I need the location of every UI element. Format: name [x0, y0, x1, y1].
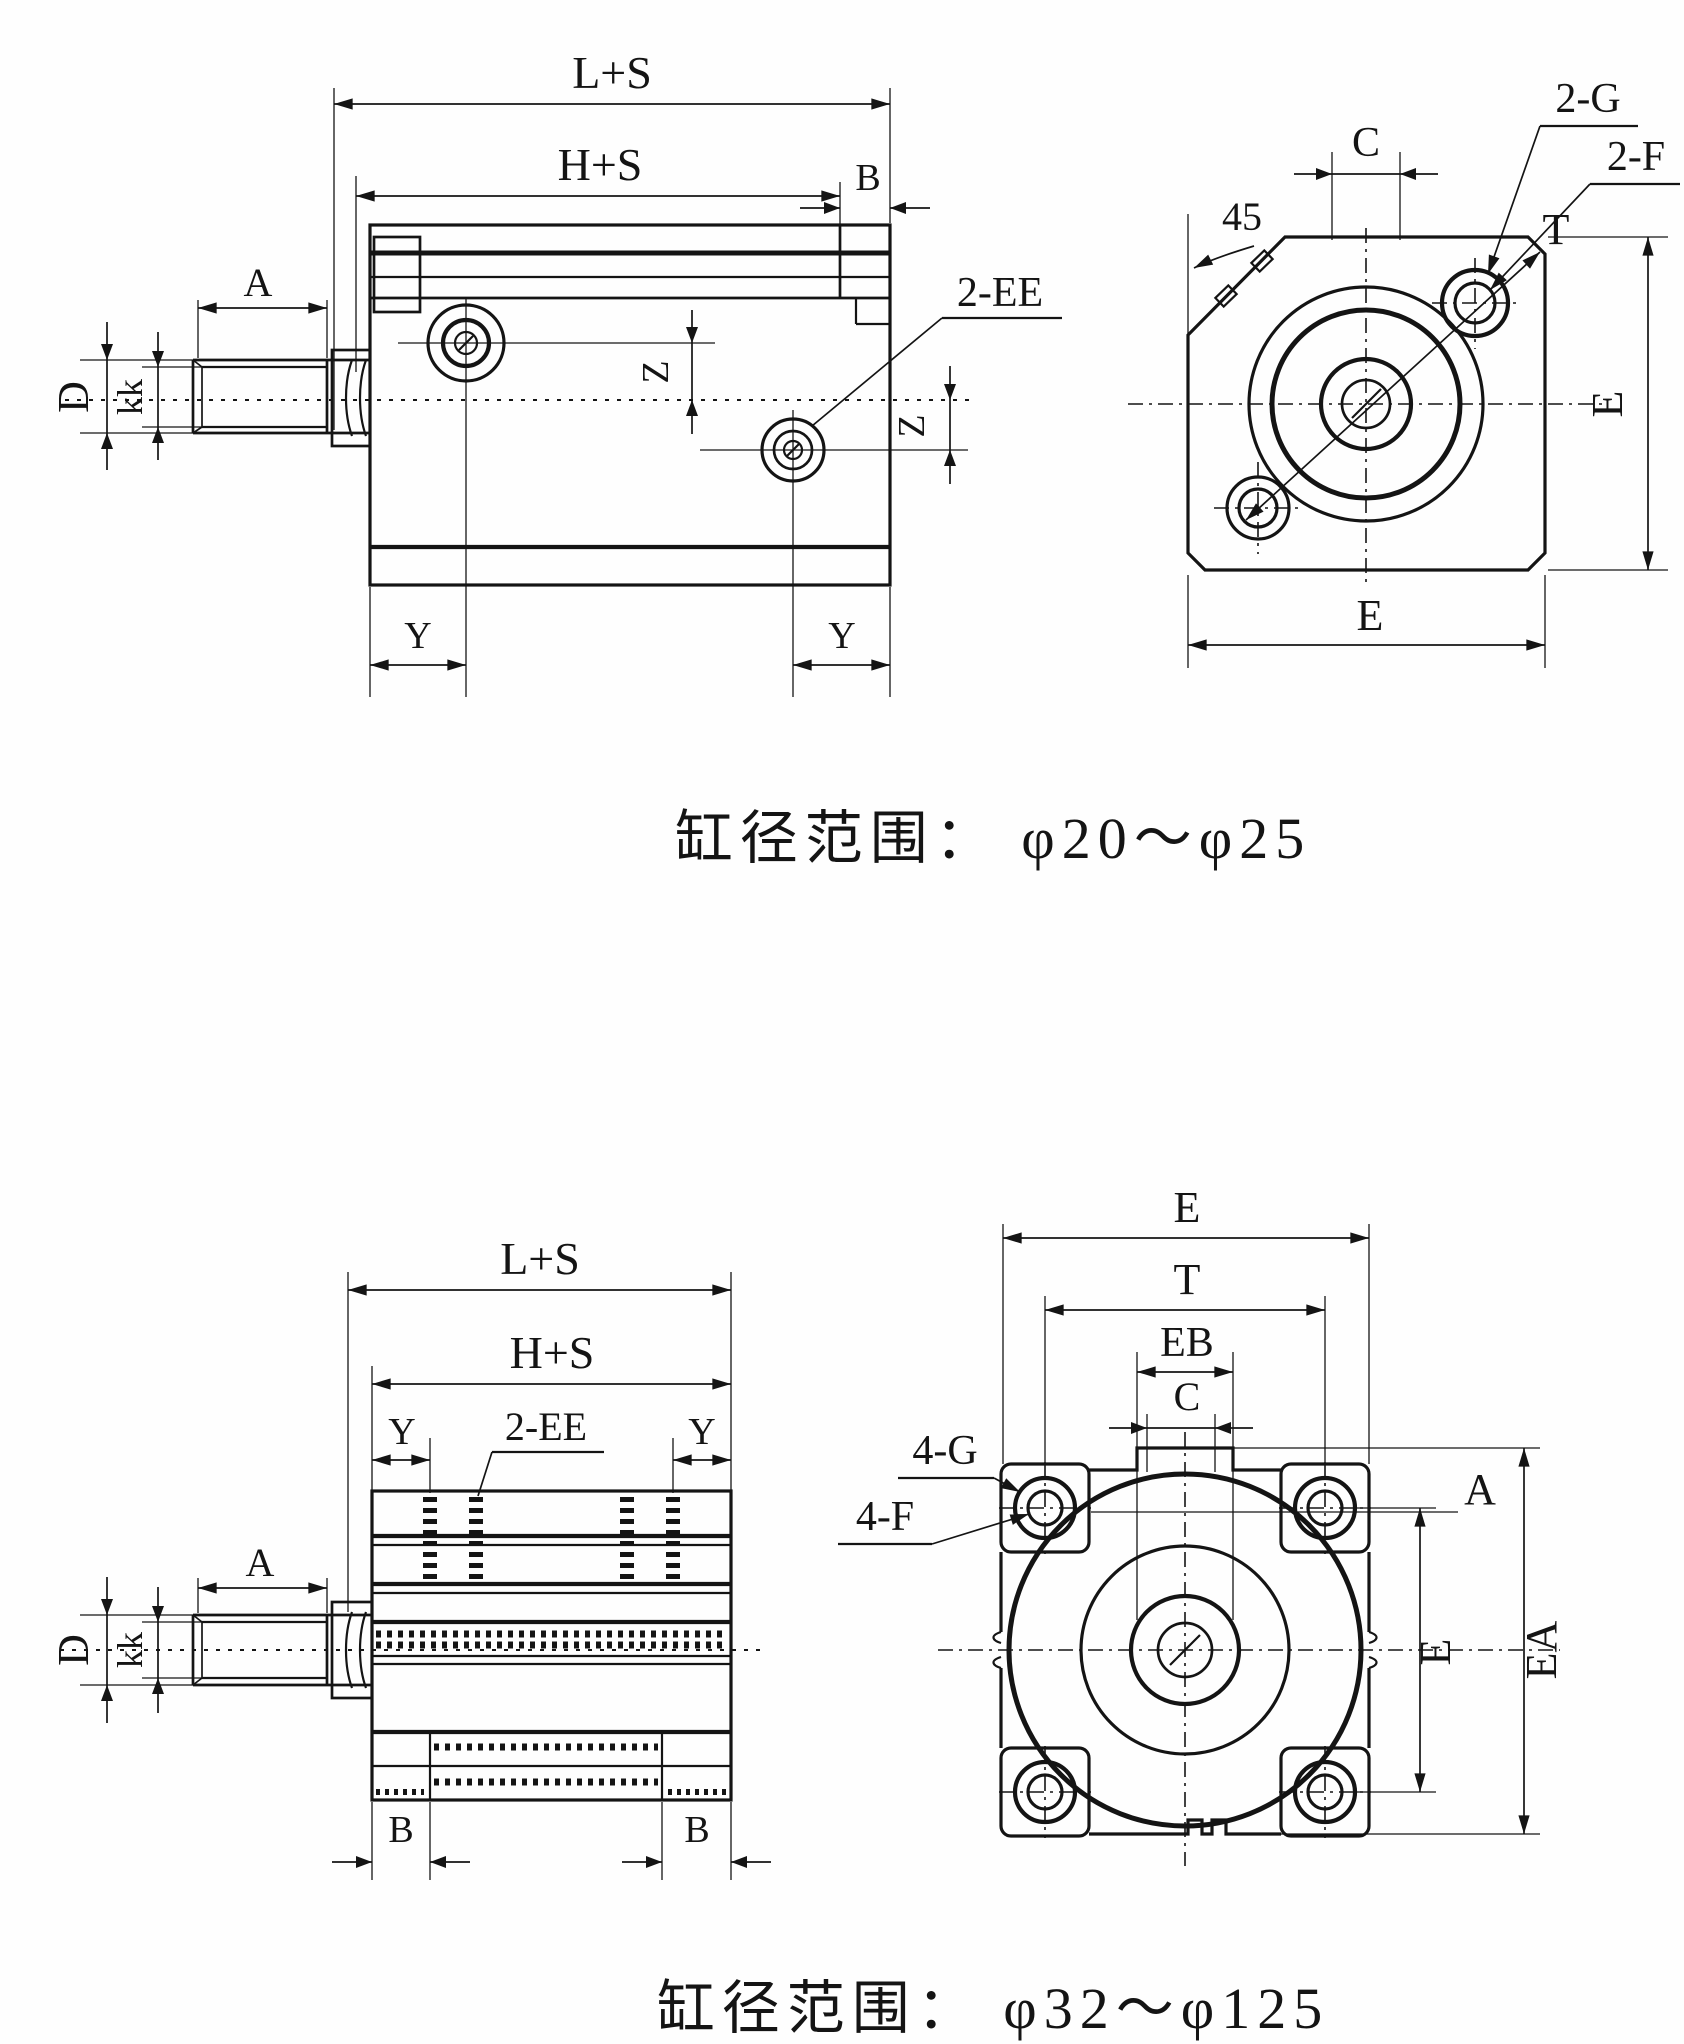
- dim-label-ea: EA: [1517, 1620, 1566, 1679]
- sensor-notch-icon: [1213, 283, 1239, 309]
- dim-label-2f: 2-F: [1607, 134, 1665, 180]
- mounting-screw-lower: [700, 410, 968, 697]
- dim-label-y-right: Y: [688, 1411, 715, 1453]
- dim-label-t: T: [1174, 1255, 1201, 1304]
- corner-screw-holes: [999, 1462, 1371, 1838]
- top-side-view: L+S H+S B A D kk: [49, 47, 1062, 697]
- dim-label-a-face: A: [1464, 1465, 1496, 1514]
- dim-label-a: A: [244, 260, 273, 305]
- bottom-end-dimensions: E T EB C 4-G 4-F A: [838, 1183, 1566, 1835]
- dim-label-hs: H+S: [510, 1327, 595, 1378]
- dim-label-b: B: [855, 157, 880, 199]
- dim-label-y-left: Y: [388, 1411, 415, 1453]
- port-boss: [372, 235, 422, 314]
- cylinder-body: [368, 223, 892, 587]
- dim-label-c: C: [1174, 1374, 1201, 1419]
- bottom-side-dimensions: L+S H+S Y Y 2-EE A D: [49, 1233, 771, 1880]
- top-end-dimensions: 45 C 2-G 2-F T E E: [1187, 76, 1680, 668]
- dim-label-c: C: [1352, 120, 1380, 166]
- top-side-dimensions: L+S H+S B A D kk: [49, 47, 1062, 697]
- dim-label-d: D: [49, 381, 98, 413]
- caption-bore-range-bottom: 缸径范围： φ32～φ125: [657, 1976, 1329, 2041]
- dim-label-y-right: Y: [828, 615, 855, 657]
- dim-label-e-right: E: [1411, 1639, 1460, 1666]
- dim-label-4f: 4-F: [856, 1494, 914, 1540]
- dim-label-ee: 2-EE: [957, 270, 1043, 316]
- bottom-side-view: L+S H+S Y Y 2-EE A D: [49, 1233, 771, 1880]
- rod-coupling: [330, 348, 372, 448]
- piston-rod: [191, 348, 372, 448]
- sensor-notch-icon: [1368, 1630, 1378, 1670]
- dim-label-a: A: [246, 1540, 275, 1585]
- dim-label-hs: H+S: [558, 139, 643, 190]
- dim-label-b-right: B: [684, 1809, 709, 1851]
- dim-label-45: 45: [1222, 194, 1262, 239]
- rod-coupling: [330, 1600, 374, 1700]
- dim-label-y-left: Y: [404, 615, 431, 657]
- dim-label-ls: L+S: [500, 1233, 580, 1284]
- bottom-end-view: E T EB C 4-G 4-F A: [838, 1183, 1566, 1866]
- dim-label-2g: 2-G: [1555, 76, 1620, 122]
- dim-label-ls: L+S: [572, 47, 652, 98]
- dim-label-eb: EB: [1160, 1320, 1214, 1366]
- dim-label-ee: 2-EE: [505, 1404, 587, 1449]
- dim-label-e-top: E: [1174, 1183, 1201, 1232]
- dim-label-kk: kk: [110, 1632, 150, 1668]
- dim-label-4g: 4-G: [912, 1428, 977, 1474]
- dim-label-b-left: B: [388, 1809, 413, 1851]
- dim-label-d: D: [49, 1634, 98, 1666]
- piston-rod: [191, 1600, 374, 1700]
- dim-label-e-right: E: [1583, 391, 1632, 418]
- dim-label-z-upper: Z: [635, 360, 677, 383]
- dim-label-z-lower: Z: [891, 414, 933, 437]
- cylinder-body: [370, 1489, 733, 1802]
- dim-label-kk: kk: [110, 379, 150, 415]
- sensor-notch-icon: [992, 1630, 1002, 1670]
- mounting-screw-upper: [398, 298, 715, 697]
- dim-label-e-bottom: E: [1357, 591, 1384, 640]
- caption-bore-range-top: 缸径范围： φ20～φ25: [675, 806, 1311, 871]
- dim-label-t: T: [1543, 205, 1570, 254]
- top-end-view: 45 C 2-G 2-F T E E: [1128, 76, 1680, 668]
